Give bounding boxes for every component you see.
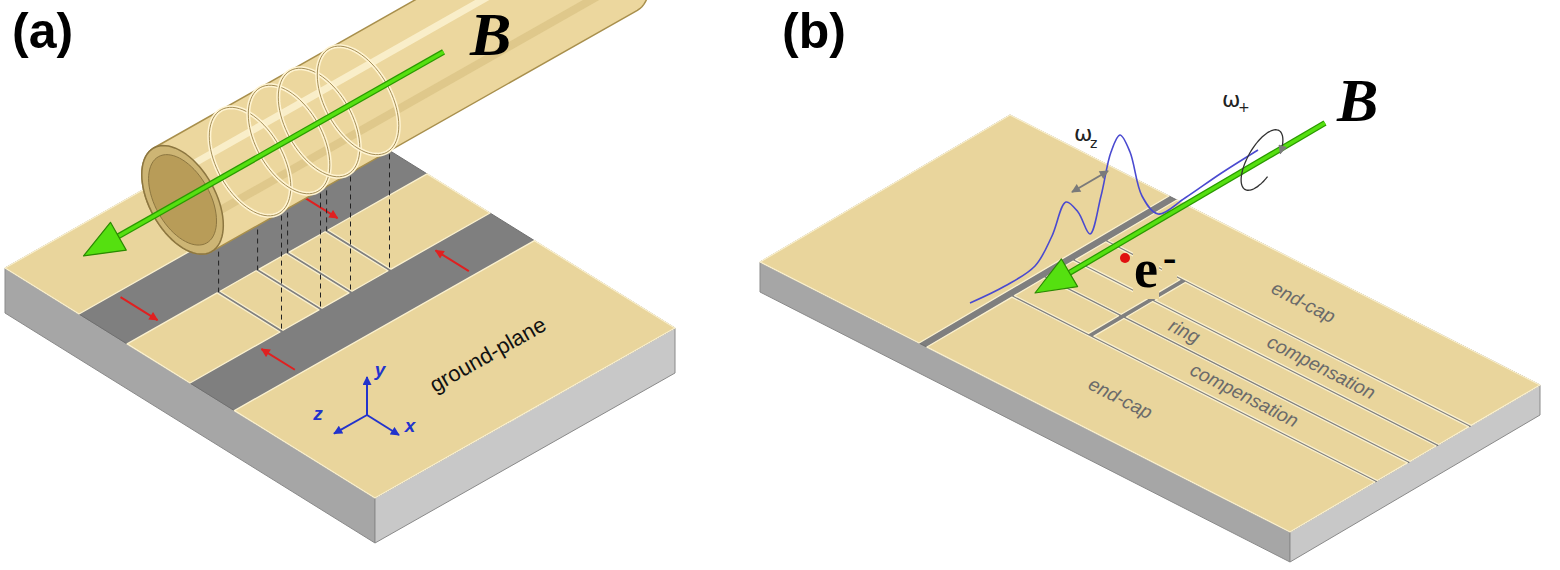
electrode-plate <box>760 115 1169 343</box>
cyclotron-arrow <box>1241 130 1283 191</box>
axis-arrow <box>366 377 368 415</box>
current-arrow <box>121 297 158 320</box>
axial-motion-arrow <box>1072 171 1108 192</box>
axis-arrow <box>334 415 367 434</box>
cylinder-shade <box>199 0 619 222</box>
field-arrow <box>1066 123 1325 275</box>
subscript: z <box>1090 136 1097 151</box>
field-arrow-head <box>84 222 127 256</box>
frequency-label: ω <box>1222 88 1240 112</box>
current-arrow <box>262 349 295 370</box>
axis-label: x <box>405 416 416 437</box>
axis-label: z <box>313 404 323 425</box>
wave-packet <box>970 135 1258 303</box>
substrate-top <box>760 115 1540 532</box>
substrate-b <box>760 115 1540 562</box>
electrode-plate <box>328 174 490 269</box>
superscript: - <box>1162 236 1177 280</box>
frequency-label: ω <box>1074 122 1092 146</box>
coil-cylinder <box>142 0 650 254</box>
field-arrow-head <box>1035 259 1078 293</box>
field-label: B <box>470 0 511 68</box>
field-arrow <box>115 52 444 238</box>
axis-label: y <box>375 360 386 381</box>
subscript: + <box>1238 100 1250 115</box>
electrode-plate <box>1108 200 1540 425</box>
field-arrow <box>1066 123 1325 275</box>
field-label: B <box>1337 66 1378 134</box>
panel-label: (a) <box>12 4 73 59</box>
field-arrow <box>115 52 444 238</box>
electrode-plate <box>234 241 675 498</box>
particle-label: e <box>1133 240 1159 299</box>
current-arrow <box>436 250 469 271</box>
panel-label: (b) <box>782 4 846 59</box>
axis-arrow <box>367 415 399 435</box>
electron-dot <box>1120 253 1130 263</box>
